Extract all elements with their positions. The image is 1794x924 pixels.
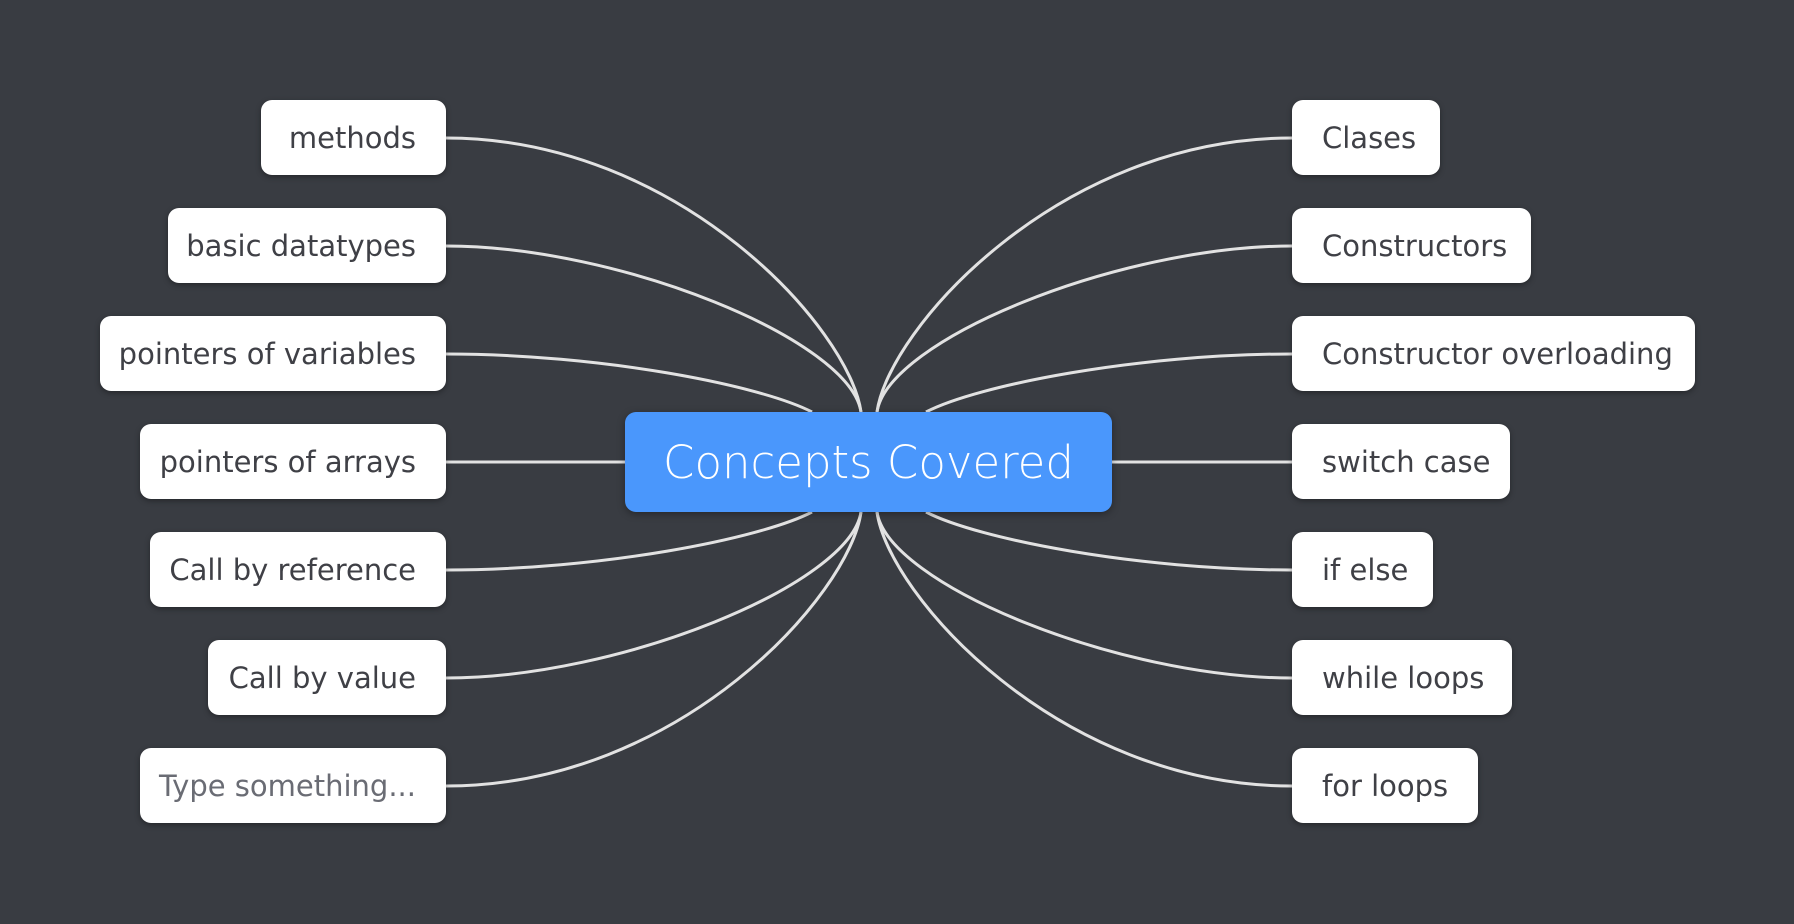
topic-call-by-reference[interactable]: Call by reference	[150, 532, 446, 607]
connector-call-by-value	[445, 511, 863, 680]
topic-label: Constructor overloading	[1322, 336, 1673, 371]
topic-if-else[interactable]: if else	[1292, 532, 1433, 607]
topic-label: methods	[288, 120, 416, 155]
connector-pointers-of-variables	[445, 352, 813, 414]
topic-switch-case[interactable]: switch case	[1292, 424, 1510, 499]
connector-for-loops	[875, 511, 1293, 788]
topic-methods[interactable]: methods	[261, 100, 446, 175]
central-topic[interactable]: Concepts Covered	[625, 412, 1112, 512]
central-topic-label: Concepts Covered	[663, 435, 1074, 489]
topic-placeholder-text: Type something...	[158, 768, 416, 803]
topic-label: basic datatypes	[186, 228, 416, 263]
topic-for-loops[interactable]: for loops	[1292, 748, 1478, 823]
connector-while-loops	[875, 511, 1293, 680]
topic-label: pointers of variables	[118, 336, 416, 371]
connector-if-else	[925, 510, 1293, 572]
topic-clases[interactable]: Clases	[1292, 100, 1440, 175]
connector-call-by-reference	[445, 510, 813, 572]
topic-constructors[interactable]: Constructors	[1292, 208, 1531, 283]
topic-label: pointers of arrays	[159, 444, 416, 479]
topic-pointers-of-variables[interactable]: pointers of variables	[100, 316, 446, 391]
connector-constructors	[875, 244, 1293, 413]
topic-label: Constructors	[1322, 228, 1508, 263]
topic-label: for loops	[1322, 768, 1449, 803]
topic-label: Clases	[1322, 120, 1417, 155]
topic-label: switch case	[1322, 444, 1491, 479]
topic-while-loops[interactable]: while loops	[1292, 640, 1512, 715]
topic-constructor-overloading[interactable]: Constructor overloading	[1292, 316, 1695, 391]
topic-placeholder-input[interactable]: Type something...	[140, 748, 446, 823]
connector-type-something	[445, 511, 863, 788]
topic-label: while loops	[1322, 660, 1485, 695]
topic-call-by-value[interactable]: Call by value	[208, 640, 446, 715]
connector-constructor-overloading	[925, 352, 1293, 414]
topic-pointers-of-arrays[interactable]: pointers of arrays	[140, 424, 446, 499]
topic-label: Call by value	[228, 660, 416, 695]
connector-basic-datatypes	[445, 244, 863, 413]
topic-label: Call by reference	[169, 552, 416, 587]
topic-basic-datatypes[interactable]: basic datatypes	[168, 208, 446, 283]
connector-clases	[875, 136, 1293, 413]
connector-methods	[445, 136, 863, 413]
topic-label: if else	[1322, 552, 1409, 587]
